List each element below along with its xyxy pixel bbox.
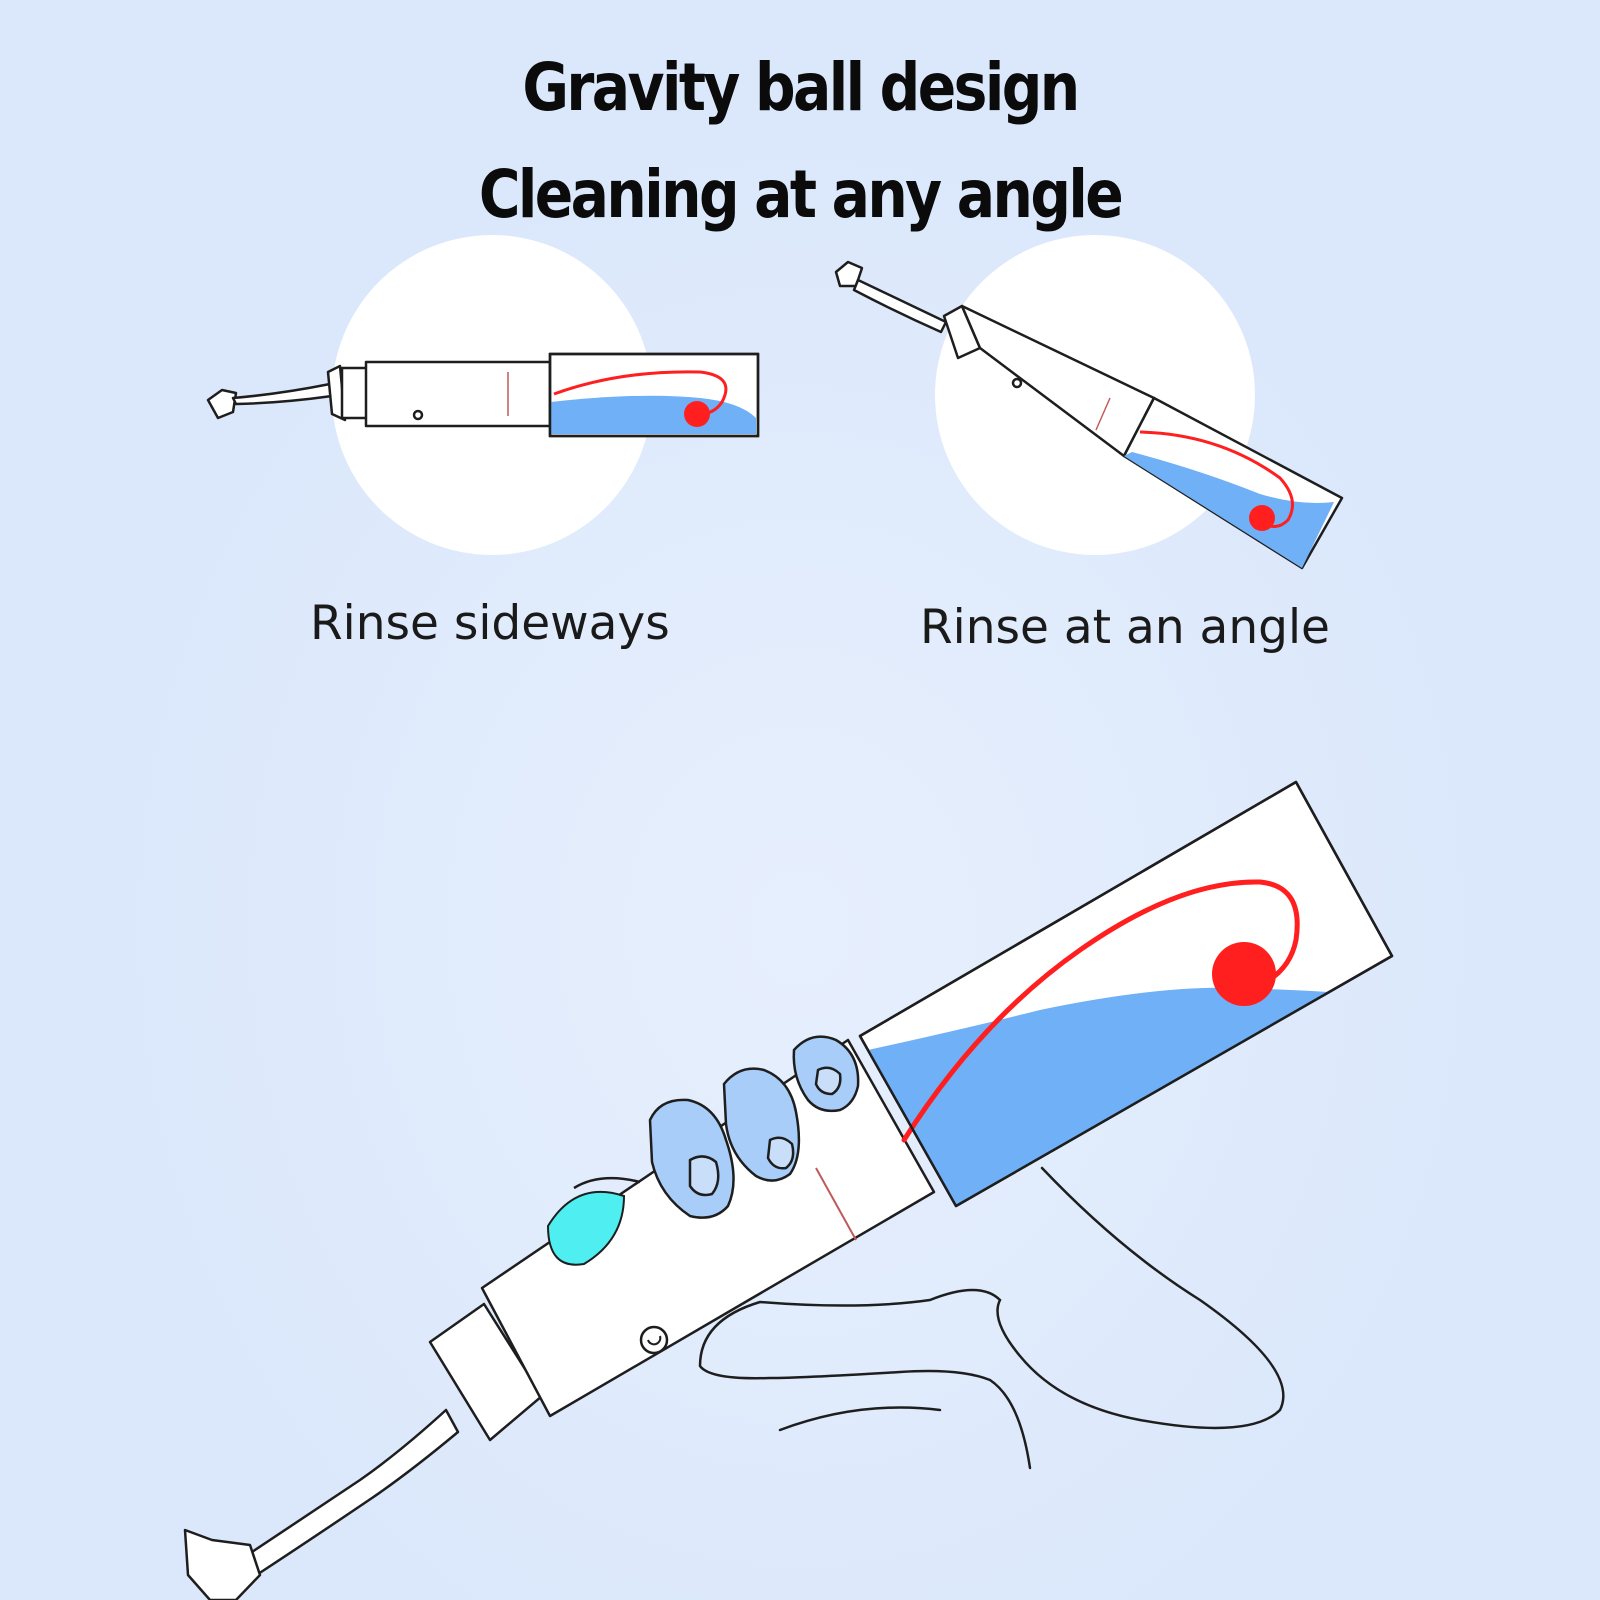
irrigator-body xyxy=(364,360,552,428)
illustration-angle xyxy=(834,235,1344,570)
gravity-ball xyxy=(684,401,710,427)
fingers xyxy=(648,1035,860,1219)
power-icon xyxy=(647,1335,662,1346)
nozzle-stem xyxy=(852,278,948,334)
power-button xyxy=(1011,377,1023,389)
suction-tube xyxy=(1139,430,1294,528)
hand-outline xyxy=(778,1406,942,1432)
nozzle-stem xyxy=(231,382,334,406)
tank-outline xyxy=(858,780,1394,1208)
gravity-ball xyxy=(1249,505,1275,531)
headline-gravity-ball: Gravity ball design xyxy=(522,49,1080,126)
gravity-ball xyxy=(1212,942,1276,1006)
tank-outline xyxy=(548,352,760,438)
irrigator-sideways xyxy=(206,352,760,438)
water-level xyxy=(1124,452,1334,568)
irrigator-neck xyxy=(340,366,370,420)
mode-button xyxy=(546,1190,626,1266)
thumb-outline xyxy=(573,1176,641,1190)
nozzle-tip xyxy=(834,260,864,288)
seam-line xyxy=(815,1167,857,1241)
caption-rinse-angle: Rinse at an angle xyxy=(920,600,1330,655)
nozzle-stem xyxy=(238,1408,460,1580)
power-button xyxy=(639,1325,669,1355)
suction-tube xyxy=(901,879,1300,1143)
headline-any-angle: Cleaning at any angle xyxy=(478,156,1124,233)
illustration-hand-held xyxy=(183,780,1394,1600)
hand-and-cord-outline xyxy=(698,1166,1285,1470)
power-button xyxy=(412,409,424,421)
fingernail xyxy=(688,1155,720,1197)
seam-line xyxy=(1095,397,1111,431)
fingernail xyxy=(766,1136,795,1170)
fingernail xyxy=(814,1066,842,1096)
irrigator-angled xyxy=(834,260,1156,458)
illustration-sideways xyxy=(206,235,760,555)
water-level xyxy=(868,987,1330,1206)
nozzle-tip xyxy=(183,1528,262,1600)
suction-tube xyxy=(553,370,728,416)
nozzle-tip xyxy=(206,388,238,420)
caption-rinse-sideways: Rinse sideways xyxy=(310,596,670,651)
